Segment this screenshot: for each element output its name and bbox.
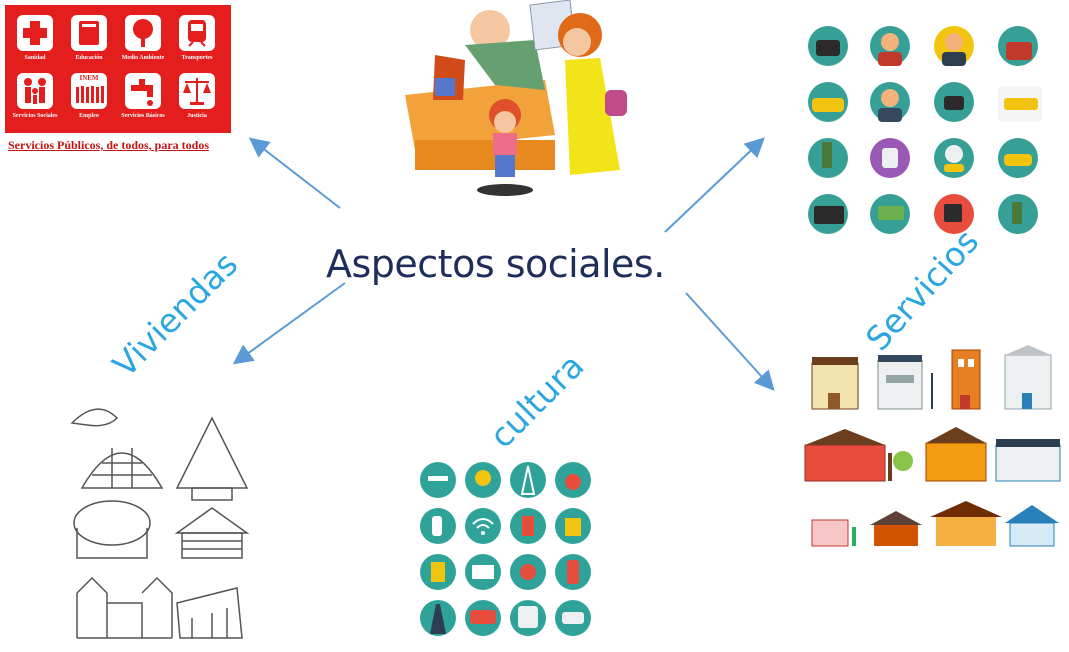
urban-services-icons-grid: [420, 462, 591, 636]
panel-label-medio-ambiente: Medio Ambiente: [121, 55, 165, 61]
tree-icon: [125, 15, 161, 51]
public-services-panel: Sanidad Educación Medio Ambiente Transpo…: [5, 5, 231, 133]
housing-types-illustration: [70, 408, 250, 639]
train-icon: [179, 15, 215, 51]
services-icons-grid: [808, 26, 1042, 234]
panel-label-servicios-basicos: Servicios Básicos: [121, 113, 165, 119]
panel-label-empleo: Empleo: [79, 113, 99, 119]
arrow-to-public-services: [248, 137, 341, 209]
building-icons: [804, 345, 1061, 547]
medical-cross-icon: [17, 15, 53, 51]
services-icons: [808, 26, 1042, 234]
inem-text: INEM: [79, 74, 99, 82]
public-services-caption: Servicios Públicos, de todos, para todos: [8, 138, 210, 152]
buildings-illustration: [804, 345, 1061, 547]
panel-label-servicios-sociales: Servicios Sociales: [12, 113, 58, 119]
arrow-to-housing: [232, 282, 346, 365]
family-icon: [17, 73, 53, 109]
water-tap-icon: [125, 73, 161, 109]
panel-label-justicia: Justicia: [187, 113, 207, 119]
workers-icon: INEM: [71, 73, 107, 109]
center-title: Aspectos sociales.: [326, 242, 665, 286]
panel-label-transportes: Transportes: [181, 55, 213, 61]
book-icon: [71, 15, 107, 51]
school-meeting-illustration: [405, 0, 627, 196]
urban-service-icons: [420, 462, 591, 636]
panel-label-educacion: Educación: [75, 55, 103, 61]
arrow-to-services: [664, 137, 765, 233]
panel-label-sanidad: Sanidad: [24, 55, 46, 61]
arrow-to-buildings: [685, 292, 775, 391]
scales-icon: [179, 73, 215, 109]
